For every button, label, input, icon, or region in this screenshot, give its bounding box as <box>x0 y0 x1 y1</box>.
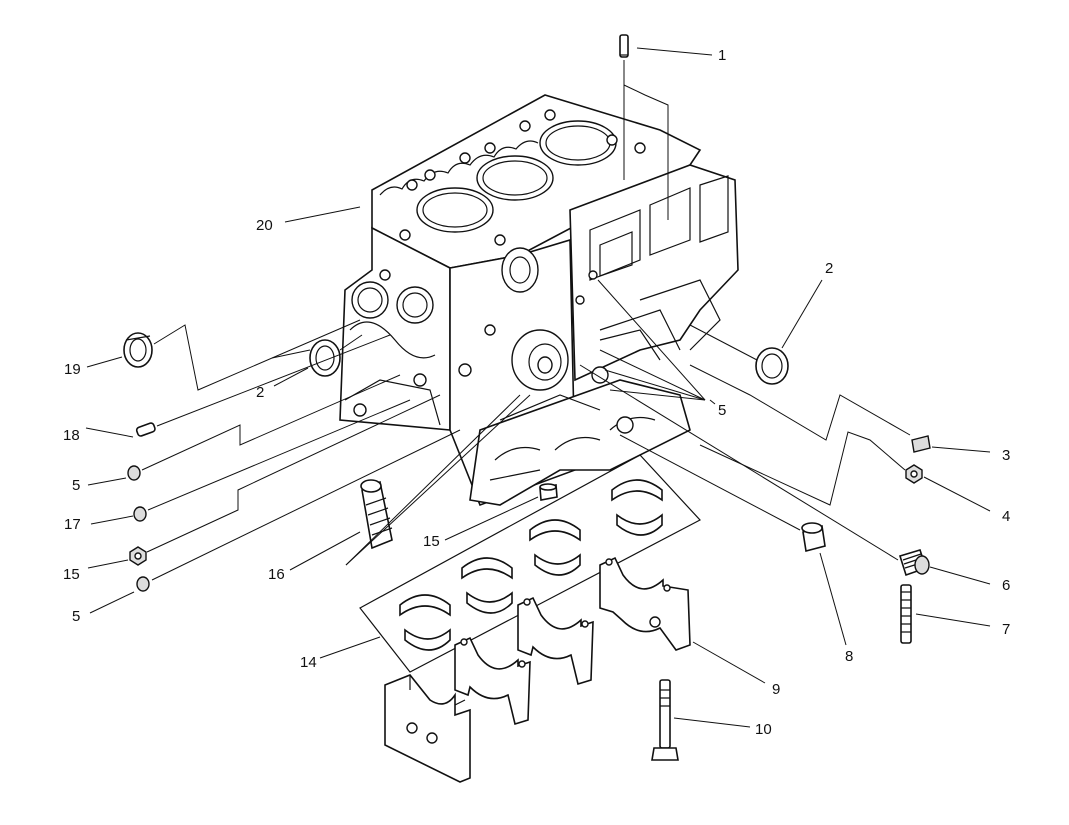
callout-8: 8 <box>845 648 853 665</box>
callout-1: 1 <box>718 47 726 64</box>
bearing-cap-bolt <box>651 679 679 761</box>
callout-2-left: 2 <box>256 384 264 401</box>
callout-17: 17 <box>64 516 81 533</box>
nut-15 <box>129 546 147 566</box>
callout-10: 10 <box>755 721 772 738</box>
dowel-pin <box>619 34 629 58</box>
cap-15 <box>539 483 558 501</box>
callout-2-right: 2 <box>825 260 833 277</box>
bearing-shell <box>611 479 663 536</box>
plug-3 <box>911 435 931 453</box>
main-bearing-shells <box>359 454 701 673</box>
callout-3: 3 <box>1002 447 1010 464</box>
callout-5-left-upper: 5 <box>72 477 80 494</box>
bearing-cap <box>454 636 531 726</box>
bearing-shell <box>529 519 581 576</box>
callout-5-left-lower: 5 <box>72 608 80 625</box>
callout-9: 9 <box>772 681 780 698</box>
callout-6: 6 <box>1002 577 1010 594</box>
plug-lower <box>136 576 150 592</box>
callout-5-right: 5 <box>718 402 726 419</box>
bearing-cap <box>517 596 594 686</box>
threaded-plug <box>898 549 930 577</box>
filter-pipe <box>360 479 393 550</box>
callout-16: 16 <box>268 566 285 583</box>
stud <box>900 584 912 644</box>
callout-15-center: 15 <box>423 533 440 550</box>
callout-18: 18 <box>63 427 80 444</box>
callout-14: 14 <box>300 654 317 671</box>
callout-7: 7 <box>1002 621 1010 638</box>
bushing-left <box>309 339 341 377</box>
bearing-shell <box>399 594 451 651</box>
nut-4 <box>905 464 923 484</box>
callout-19: 19 <box>64 361 81 378</box>
oil-seal <box>123 332 153 368</box>
callout-4: 4 <box>1002 508 1010 525</box>
main-bearing-caps <box>384 556 691 783</box>
plug-upper <box>127 465 141 481</box>
cup-plug <box>801 522 826 552</box>
plug-17 <box>133 506 147 522</box>
callout-15-left: 15 <box>63 566 80 583</box>
callout-labels: 1 20 2 19 2 5 18 3 5 4 17 15 16 15 6 5 7… <box>63 47 1010 738</box>
cylinder-block <box>339 94 739 507</box>
bearing-shell <box>461 557 513 614</box>
bearing-cap <box>384 674 471 783</box>
callout-20: 20 <box>256 217 273 234</box>
pin <box>135 422 156 437</box>
leader-lines <box>85 47 991 728</box>
bearing-cap <box>599 556 691 651</box>
bushing-right <box>755 347 789 385</box>
